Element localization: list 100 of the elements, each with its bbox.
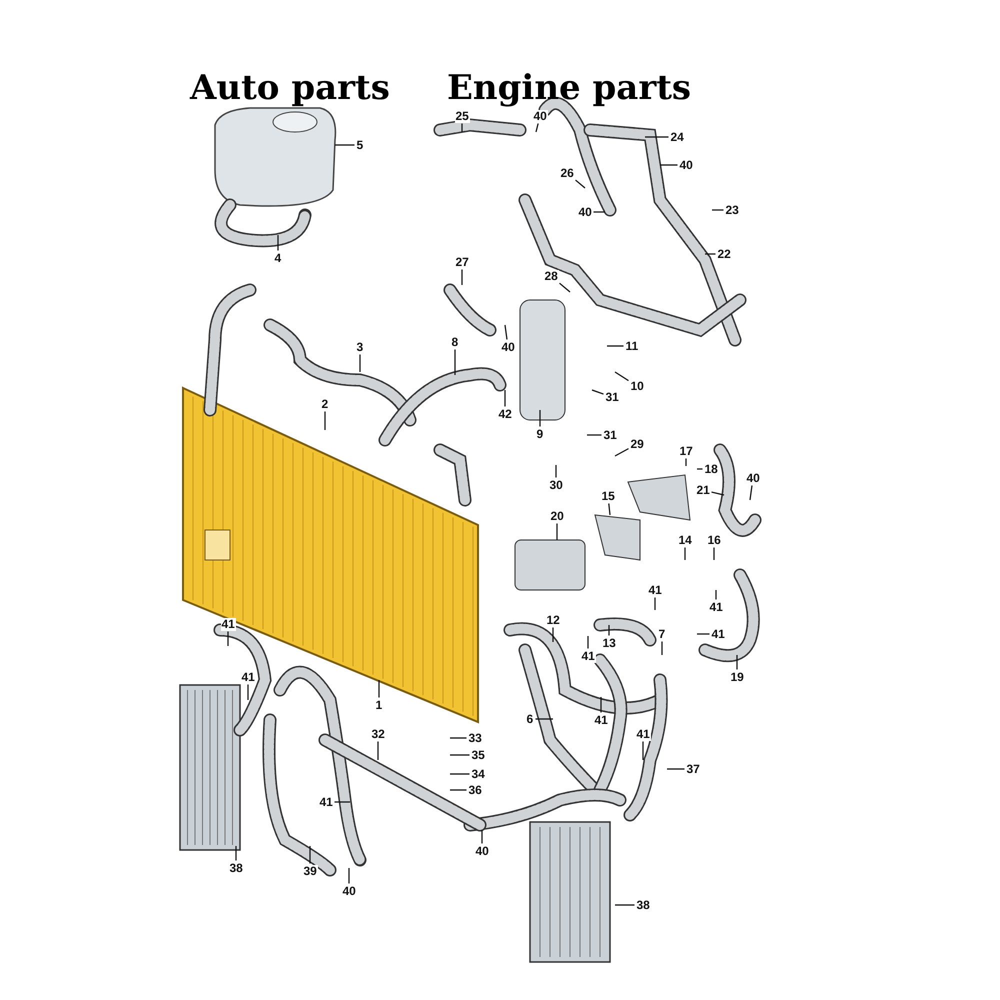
callout-number: 27 xyxy=(454,256,470,268)
callout-number: 15 xyxy=(600,490,616,502)
leader-line xyxy=(555,465,557,478)
callout-number: 9 xyxy=(536,428,544,440)
leader-line xyxy=(684,548,686,560)
callout-number: 20 xyxy=(550,510,565,522)
callout-number: 3 xyxy=(356,340,364,354)
heading: Engine parts xyxy=(447,68,692,108)
leader-line xyxy=(697,633,710,635)
callout-number: 25 xyxy=(454,110,470,122)
callout-number: 23 xyxy=(724,204,740,216)
callout-number: 21 xyxy=(696,484,711,496)
callout-number: 35 xyxy=(470,748,486,762)
leader-line xyxy=(697,468,702,470)
leader-line xyxy=(556,524,558,540)
callout-number: 10 xyxy=(630,380,645,392)
callout-number: 41 xyxy=(594,714,609,726)
leader-line xyxy=(454,350,456,375)
callout-number: 41 xyxy=(708,600,724,614)
leader-line xyxy=(600,697,602,712)
leader-line xyxy=(592,389,604,395)
callout-number: 40 xyxy=(532,110,548,122)
callout-number: 2 xyxy=(320,398,330,410)
leader-line xyxy=(324,412,326,430)
callout-number: 22 xyxy=(716,248,732,260)
leader-line xyxy=(594,211,605,213)
leader-line xyxy=(535,123,539,132)
leader-line xyxy=(661,642,663,655)
leader-line xyxy=(309,846,311,864)
leader-line xyxy=(713,548,715,560)
leader-line xyxy=(667,768,684,770)
callout-number: 39 xyxy=(302,864,318,878)
leader-line xyxy=(359,354,361,372)
callout-number: 32 xyxy=(370,728,386,740)
leader-line xyxy=(539,410,541,426)
callout-number: 30 xyxy=(548,478,564,492)
leader-line xyxy=(608,625,610,636)
callout-number: 31 xyxy=(604,390,620,404)
callout-number: 38 xyxy=(636,898,651,912)
leader-line xyxy=(504,390,506,406)
callout-number: 7 xyxy=(658,628,666,640)
callout-number: 8 xyxy=(450,336,460,348)
leader-line xyxy=(575,180,586,188)
leader-line xyxy=(587,636,589,648)
callout-number: 38 xyxy=(228,862,244,874)
leader-line xyxy=(450,737,466,739)
callout-number: 14 xyxy=(678,534,693,546)
leader-line xyxy=(247,684,249,700)
callout-number: 40 xyxy=(746,472,761,484)
leader-line xyxy=(705,253,716,255)
callout-number: 41 xyxy=(580,650,596,662)
leader-line xyxy=(607,345,624,347)
callout-number: 40 xyxy=(474,844,490,858)
callout-number: 28 xyxy=(544,270,559,282)
leader-line xyxy=(587,434,602,436)
callout-number: 18 xyxy=(704,462,719,476)
leader-line xyxy=(227,632,229,646)
leader-line xyxy=(736,655,738,670)
leader-line xyxy=(504,324,508,340)
leader-line xyxy=(378,680,380,698)
callout-number: 34 xyxy=(470,768,486,780)
callout-number: 5 xyxy=(356,138,364,152)
leader-line xyxy=(536,718,553,720)
callout-number: 12 xyxy=(546,614,561,626)
leader-line xyxy=(615,904,634,906)
leader-line xyxy=(559,282,570,292)
leader-line xyxy=(711,491,724,496)
leader-line xyxy=(614,448,629,457)
leader-line xyxy=(235,846,237,860)
callout-number: 4 xyxy=(274,252,282,264)
callout-number: 26 xyxy=(560,166,575,180)
callout-number: 41 xyxy=(240,670,256,684)
callout-number: 40 xyxy=(578,206,593,218)
leader-line xyxy=(348,868,350,884)
leader-line xyxy=(450,773,470,775)
callout-number: 16 xyxy=(706,534,722,546)
callout-number: 40 xyxy=(678,158,694,172)
callout-number: 36 xyxy=(468,784,483,796)
leader-line xyxy=(552,628,554,642)
callout-number: 11 xyxy=(624,340,640,352)
leader-line xyxy=(715,590,717,600)
leader-line xyxy=(277,235,279,250)
callout-number: 41 xyxy=(636,728,651,740)
leader-line xyxy=(334,801,350,803)
callout-number: 41 xyxy=(710,628,726,640)
leader-line xyxy=(450,789,466,791)
callout-number: 19 xyxy=(730,670,745,684)
callout-number: 29 xyxy=(630,438,645,450)
leader-line xyxy=(645,136,668,138)
callout-number: 31 xyxy=(602,428,618,442)
leader-line xyxy=(749,485,753,500)
callout-number: 40 xyxy=(500,340,516,354)
leader-line xyxy=(335,144,354,146)
callout-number: 41 xyxy=(318,796,334,808)
callout-number: 41 xyxy=(648,584,663,596)
leader-line xyxy=(712,209,724,211)
callout-number: 17 xyxy=(678,444,694,458)
leader-line xyxy=(377,742,379,760)
leader-line xyxy=(481,830,483,844)
callout-number: 40 xyxy=(342,884,357,898)
